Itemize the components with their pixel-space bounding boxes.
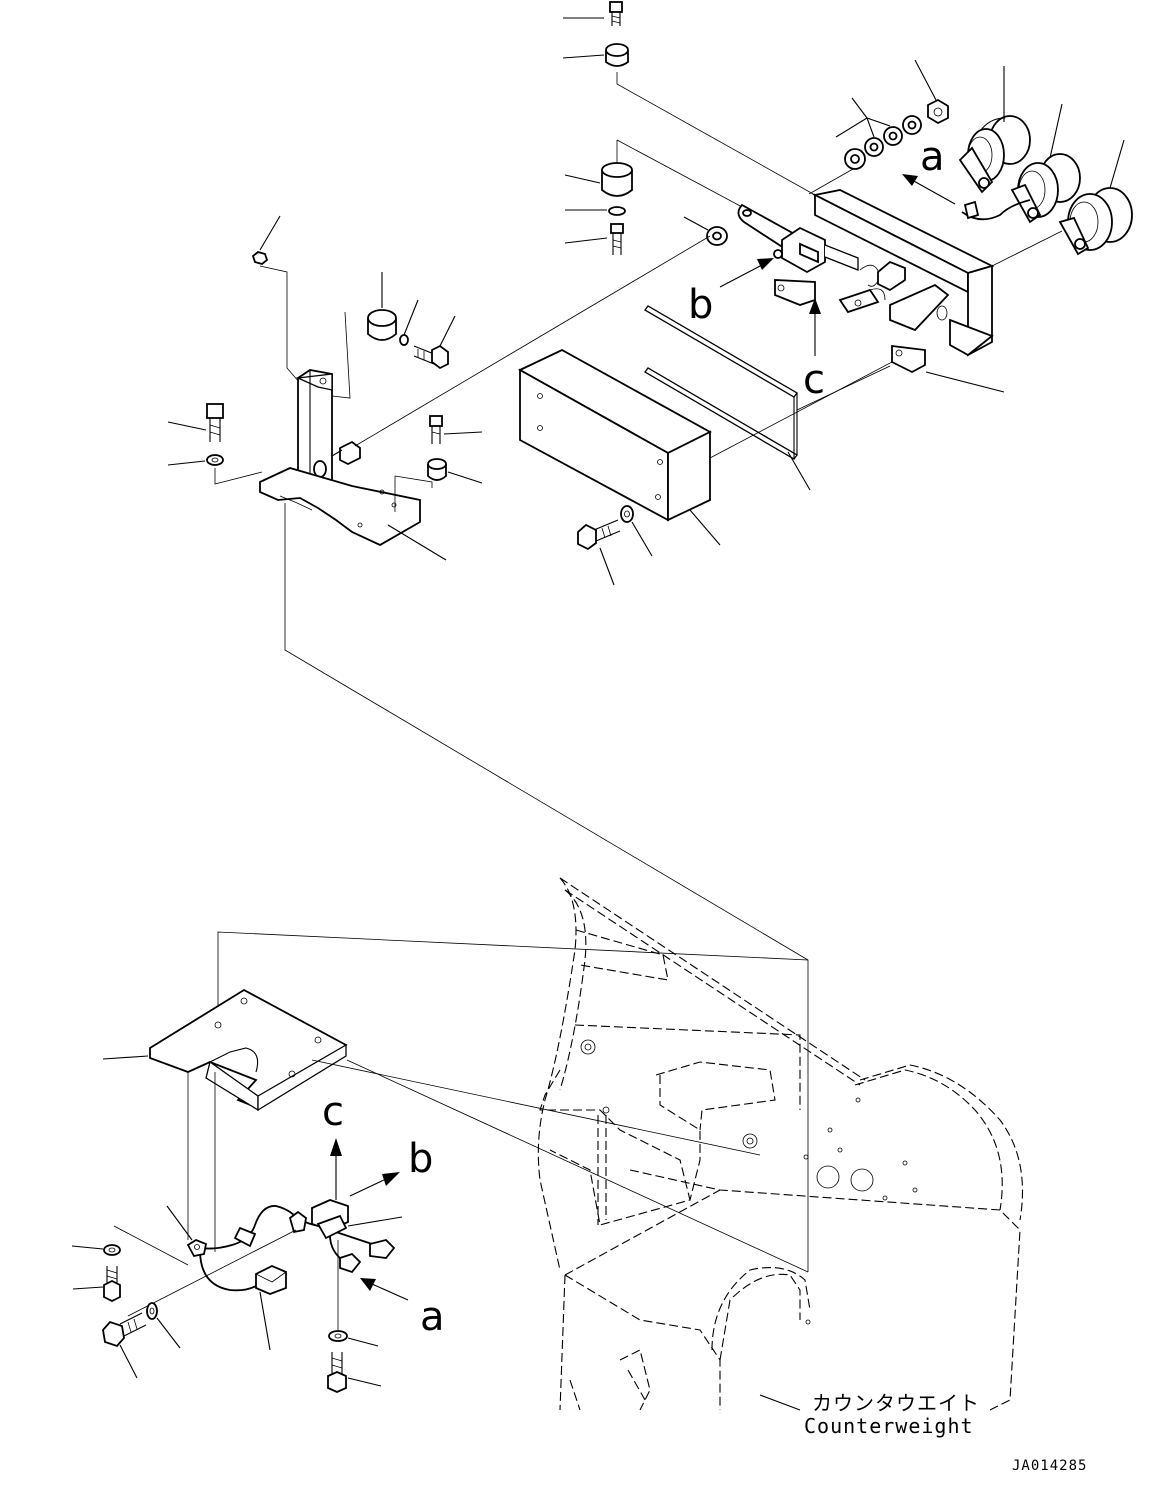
assembly-line	[991, 230, 1063, 267]
assembly-line	[127, 1229, 297, 1317]
svg-text:カウンタウエイト: カウンタウエイト	[812, 1391, 980, 1415]
callout-a-bottom: a	[360, 1278, 445, 1340]
leader-line	[683, 216, 709, 231]
washer-set	[835, 97, 922, 170]
assembly-line	[284, 503, 809, 1272]
drawing-code: JA014285	[1012, 1458, 1087, 1474]
callout-c-top: c	[803, 298, 825, 403]
cover-washer	[620, 505, 653, 557]
lower-bolt-right	[327, 1352, 382, 1393]
leader-line	[403, 299, 419, 336]
bracket-bolt	[167, 403, 224, 442]
top-nut	[605, 43, 629, 67]
mounting-plate	[102, 988, 348, 1112]
assembly-line	[616, 72, 816, 196]
assembly-line	[346, 1059, 809, 1273]
leader-line	[564, 237, 608, 244]
svg-text:b: b	[688, 282, 713, 328]
hex-nut	[914, 59, 949, 125]
counterweight-label: カウンタウエイト Counterweight	[759, 1391, 980, 1438]
lower-bolt-left	[72, 1266, 121, 1303]
horn-wire	[961, 199, 1031, 221]
lower-washer-angled	[146, 1302, 181, 1349]
assembly-line	[113, 1225, 189, 1266]
assembly-line	[796, 365, 891, 411]
collar	[367, 272, 397, 341]
callout-b-bottom: b	[349, 1136, 433, 1197]
svg-text:b: b	[408, 1136, 433, 1182]
leader-line	[564, 174, 601, 184]
assembly-line	[214, 468, 263, 485]
horn-1	[958, 66, 1031, 194]
leader-line	[925, 371, 1005, 393]
right-bolt	[429, 415, 483, 444]
counterweight-frame	[537, 877, 1024, 1411]
nut-small	[251, 215, 281, 265]
assembly-line	[311, 1059, 761, 1156]
cover-bolt	[577, 519, 621, 586]
assembly-line	[217, 931, 809, 1032]
assembly-line	[808, 168, 854, 195]
horn-2	[1010, 103, 1081, 224]
svg-text:a: a	[920, 134, 945, 180]
lower-washer-right	[328, 1330, 379, 1347]
horn-bracket	[737, 189, 995, 374]
svg-text:a: a	[420, 1294, 445, 1340]
top-bolt	[609, 1, 623, 26]
wiring-harness	[166, 1199, 403, 1351]
assembly-line	[354, 235, 711, 447]
spring-washer	[399, 334, 409, 346]
horn-cover	[518, 348, 721, 546]
rubber-spacer	[601, 162, 633, 197]
leader-line	[562, 54, 605, 59]
bracket-washer	[167, 454, 224, 466]
assembly-line	[259, 265, 301, 384]
assembly-line	[331, 311, 351, 399]
support-bracket	[259, 369, 447, 561]
assembly-line	[709, 361, 893, 459]
horn-3	[1058, 139, 1133, 256]
right-nut	[427, 458, 483, 484]
callout-b-top: b	[688, 258, 774, 328]
gasket	[644, 305, 811, 491]
callout-c-bottom: c	[322, 1089, 344, 1200]
connector-clip	[773, 226, 906, 314]
assembly-line	[394, 475, 433, 488]
small-washer	[608, 206, 626, 216]
collar-bolt	[413, 315, 456, 370]
svg-text:c: c	[803, 357, 825, 403]
small-bolt	[610, 223, 624, 255]
svg-text:c: c	[322, 1089, 344, 1135]
callout-a-top: a	[902, 134, 956, 205]
svg-text:Counterweight: Counterweight	[804, 1414, 974, 1438]
lower-washer-left	[71, 1244, 121, 1256]
lower-bolt-angled	[102, 1312, 147, 1379]
